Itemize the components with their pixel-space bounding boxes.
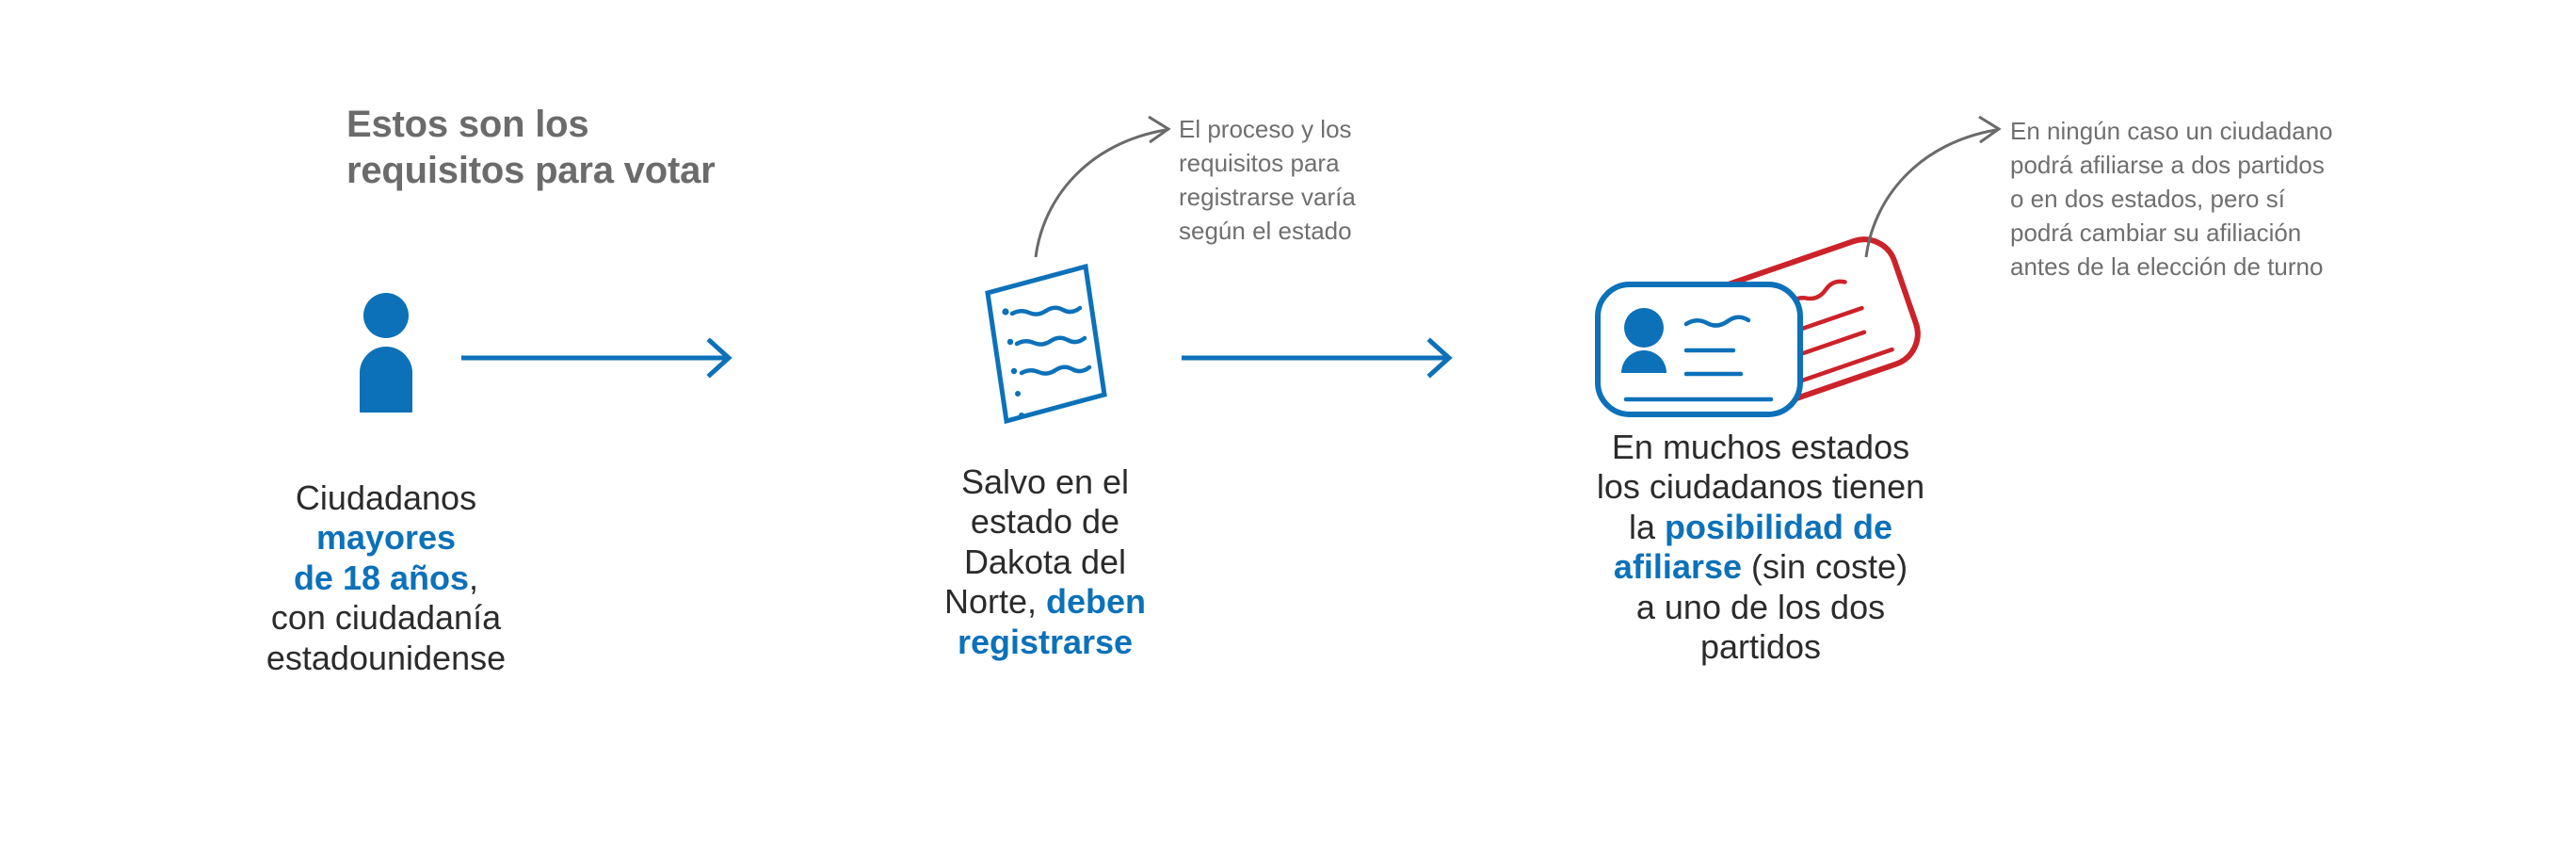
annotation-2-line-2: podrá afiliarse a dos partidos: [2010, 150, 2325, 179]
step-3-caption-line-1: En muchos estados: [1611, 428, 1910, 466]
step-2-caption-line-4: Norte,: [943, 582, 1047, 622]
step-1-caption-line-3: con ciudadanía: [270, 598, 502, 638]
annotation-afiliacion: En ningún caso un ciudadano podrá afilia…: [2010, 115, 2500, 283]
step-1-caption-line-4: estadounidense: [266, 638, 507, 677]
id-card-blue: [1595, 282, 1803, 417]
step-3-caption-la: la: [1628, 507, 1665, 546]
step-3-caption: En muchos estados los ciudadanos tienen …: [1506, 428, 2015, 668]
step-1-icon-wrap: [188, 283, 584, 461]
step-3-caption-line-6: partidos: [1699, 627, 1822, 667]
arrow-right-icon: [1426, 337, 1453, 379]
person-icon: [360, 293, 412, 413]
callout-arrow-registro-icon: [1034, 115, 1171, 258]
step-requisitos-ciudadania: Ciudadanos mayores de 18 años, con ciuda…: [188, 283, 584, 678]
step-1-caption-highlight-2: de 18 años: [293, 558, 470, 597]
step-registro: Salvo en el estado de Dakota del Norte, …: [876, 259, 1215, 662]
connector-step2-step3: [1182, 337, 1453, 379]
annotation-2-line-3: o en dos estados, pero sí: [2010, 184, 2285, 213]
step-2-icon-wrap: [876, 259, 1215, 438]
annotation-1-line-4: según el estado: [1179, 216, 1352, 245]
step-2-caption-highlight-1: deben: [1046, 582, 1147, 622]
annotation-2-line-4: podrá cambiar su afiliación: [2010, 218, 2302, 247]
step-3-caption-line-5: a uno de los dos: [1635, 587, 1886, 626]
step-3-caption-line-2: los ciudadanos tienen: [1596, 467, 1925, 507]
page-title: Estos son los requisitos para votar: [346, 102, 874, 194]
step-2-caption-line-1: Salvo en el: [960, 462, 1130, 501]
step-3-icon-wrap: [1506, 226, 2015, 417]
id-cards-icon: [1595, 236, 1921, 417]
step-2-caption-highlight-2: registrarse: [957, 622, 1134, 661]
annotation-registro: El proceso y los requisitos para registr…: [1179, 113, 1461, 249]
page-title-line-2: requisitos para votar: [346, 149, 716, 191]
annotation-2-line-1: En ningún caso un ciudadano: [2010, 117, 2333, 145]
step-3-caption-sin-coste: (sin coste): [1742, 547, 1908, 587]
annotation-1-line-2: requisitos para: [1179, 148, 1340, 177]
step-1-caption-highlight-1: mayores: [315, 518, 457, 558]
document-icon: [985, 263, 1107, 425]
document-bullets: [1002, 308, 1024, 418]
step-2-caption-line-2: estado de: [970, 502, 1120, 542]
page-title-line-1: Estos son los: [346, 104, 589, 145]
arrow-right-icon: [706, 337, 733, 379]
step-1-caption-comma: ,: [469, 558, 479, 597]
step-1-caption-line-1: Ciudadanos: [295, 478, 477, 517]
step-3-caption-highlight-1: posibilidad de: [1665, 507, 1893, 546]
annotation-2-line-5: antes de la elección de turno: [2010, 251, 2324, 281]
annotation-1-line-1: El proceso y los: [1179, 115, 1352, 143]
step-2-caption: Salvo en el estado de Dakota del Norte, …: [876, 462, 1215, 662]
step-afiliacion: En muchos estados los ciudadanos tienen …: [1506, 226, 2015, 668]
step-2-caption-line-3: Dakota del: [963, 542, 1127, 581]
step-3-caption-highlight-2: afiliarse: [1613, 547, 1743, 587]
step-1-caption: Ciudadanos mayores de 18 años, con ciuda…: [188, 478, 584, 678]
annotation-1-line-3: registrarse varía: [1179, 182, 1356, 211]
